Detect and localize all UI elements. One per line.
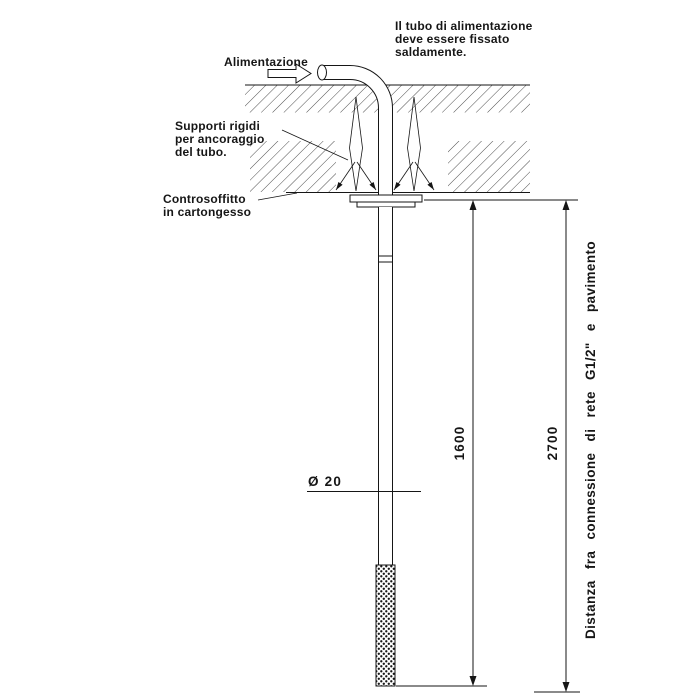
supply-label: Alimentazione [224,55,308,69]
anchor-left [335,96,377,192]
svg-text:del tubo.: del tubo. [175,145,227,159]
svg-text:Il tubo di alimentazione: Il tubo di alimentazione [395,19,533,33]
svg-text:saldamente.: saldamente. [395,45,467,59]
svg-text:deve essere fissato: deve essere fissato [395,32,510,46]
anchor-right [393,96,435,192]
diameter-value: Ø 20 [308,474,342,489]
supports-annotation: Supporti rigidi per ancoraggio del tubo. [175,119,349,161]
ceiling-flange [349,194,423,208]
dimension-diameter: Ø 20 [307,474,421,492]
supply-arrow-icon [267,63,312,84]
dimension-2700: 2700 [534,200,580,693]
svg-text:in cartongesso: in cartongesso [163,205,251,219]
ceiling-leader-line [257,192,298,201]
supports-leader-line [281,129,349,161]
svg-text:per ancoraggio: per ancoraggio [175,132,264,146]
drop-tube [375,207,396,687]
top-note: Il tubo di alimentazione deve essere fis… [395,19,533,59]
pipe-bend [322,65,393,198]
knurled-connector [375,564,396,687]
supply-pipe [317,64,393,198]
floor-distance-value: 2700 [545,426,560,461]
dimension-1600: 1600 [396,199,578,687]
supply-annotation: Alimentazione [224,55,312,84]
svg-text:Controsoffitto: Controsoffitto [163,192,246,206]
ceiling-annotation: Controsoffitto in cartongesso [163,192,298,219]
tube-length-value: 1600 [452,426,467,461]
pipe-inlet-opening [317,64,327,81]
side-caption: Distanza fra connessione di rete G1/2" e… [583,241,598,639]
svg-text:Supporti rigidi: Supporti rigidi [175,119,260,133]
